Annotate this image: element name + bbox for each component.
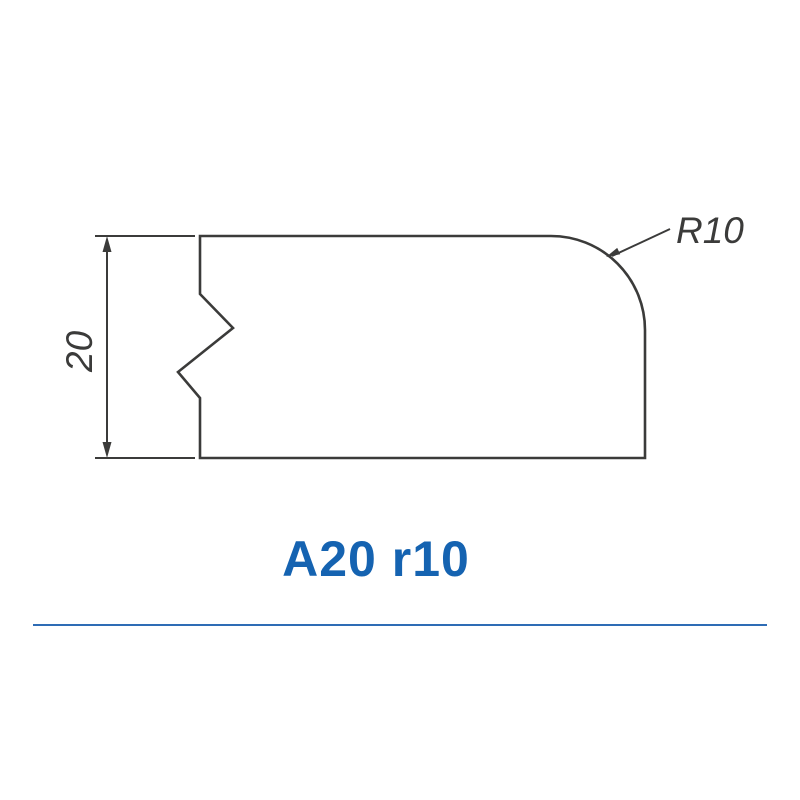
height-dimension-label: 20 bbox=[59, 330, 100, 373]
bottom-divider bbox=[33, 624, 767, 626]
radius-leader-line bbox=[611, 228, 671, 257]
profile-outline bbox=[176, 234, 647, 460]
dimension-arrow-bottom bbox=[102, 442, 112, 458]
profile-title: A20 r10 bbox=[282, 531, 470, 587]
radius-label: R10 bbox=[676, 210, 744, 251]
radius-leader-arrow bbox=[606, 247, 621, 257]
dimension-arrow-top bbox=[102, 236, 112, 252]
